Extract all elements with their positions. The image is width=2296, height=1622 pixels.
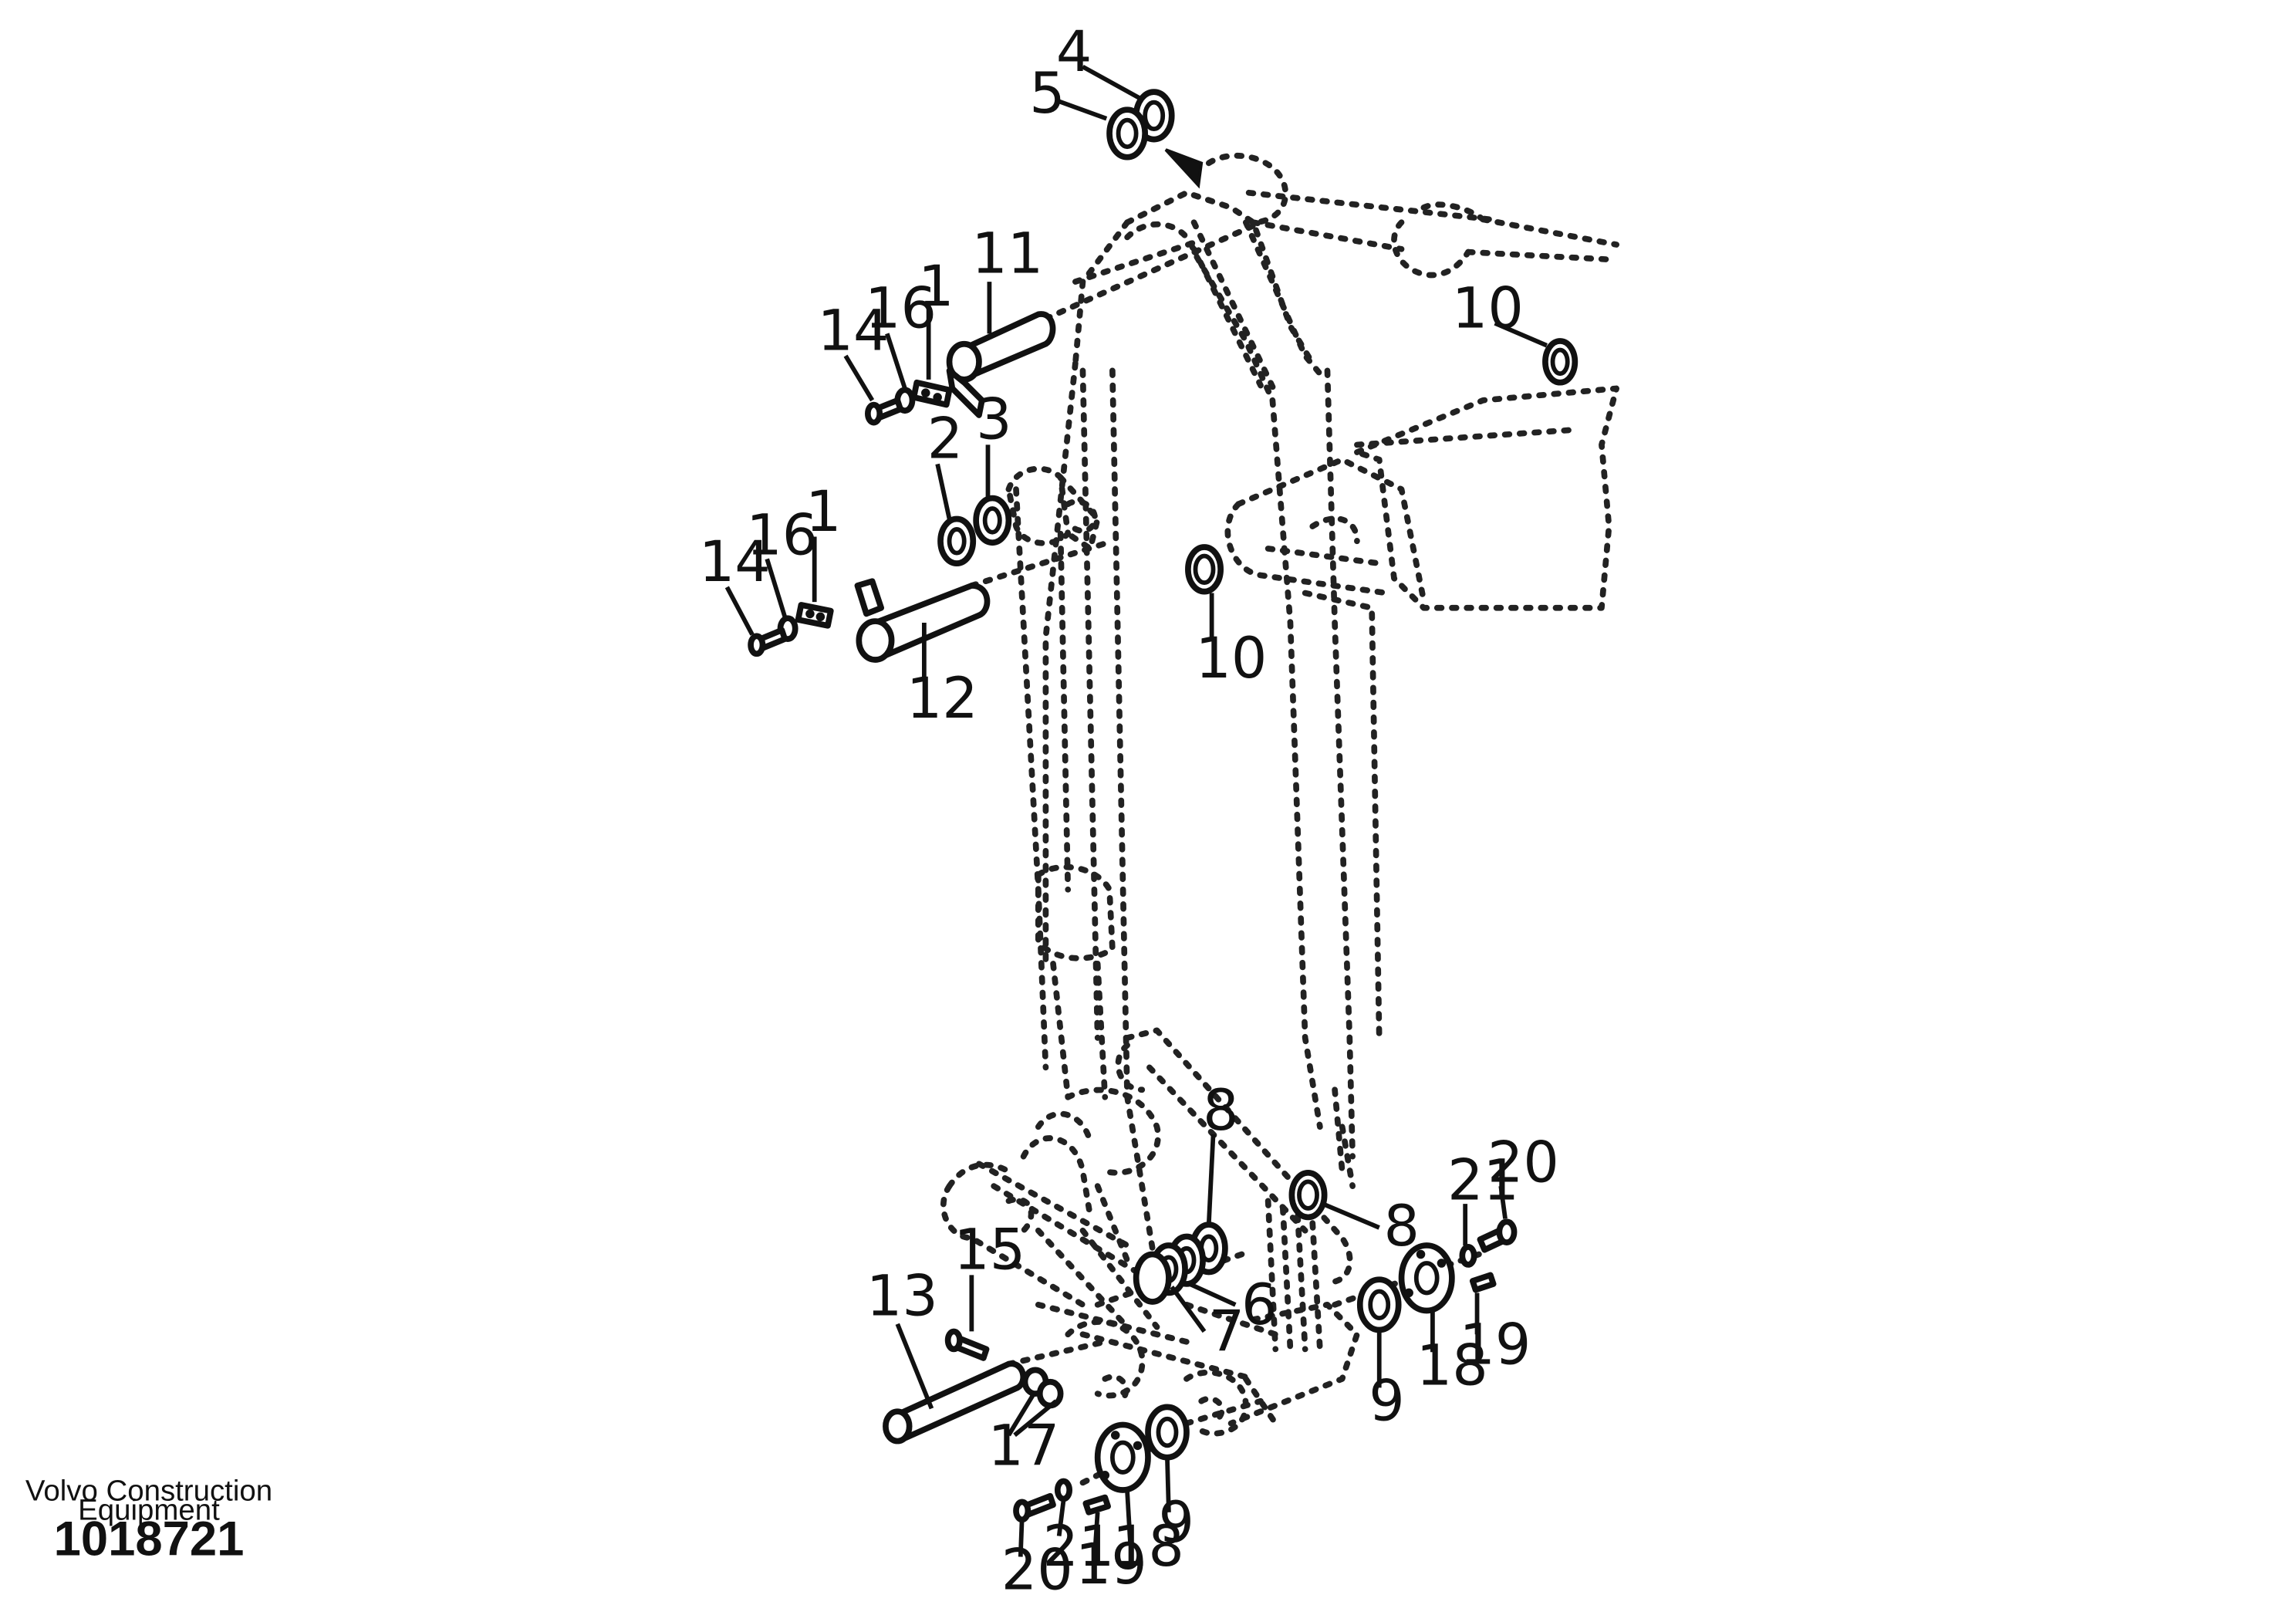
part-11-pin	[946, 311, 1056, 418]
part-5-washer	[1106, 106, 1148, 161]
callout-17: 17	[988, 1413, 1059, 1478]
part-13-pin	[883, 1360, 1027, 1445]
callout-19: 19	[1459, 1313, 1531, 1378]
part-18-plate-right	[1398, 1242, 1455, 1314]
callout-15: 15	[954, 1218, 1025, 1283]
callout-5: 5	[1029, 61, 1065, 127]
callout-21: 21	[1043, 1514, 1115, 1580]
insertion-arrow-icon	[1164, 148, 1204, 189]
callout-8: 8	[1203, 1078, 1238, 1144]
part-9-shim-right	[1356, 1276, 1402, 1333]
callout-2: 2	[927, 407, 963, 472]
callout-10: 10	[1452, 276, 1524, 342]
callout-4: 4	[1056, 19, 1092, 85]
callout-20: 20	[1487, 1130, 1559, 1195]
callout-21: 21	[1447, 1147, 1519, 1213]
callout-9: 9	[1369, 1369, 1404, 1434]
footer: Volvo Construction Equipment 1018721	[25, 1474, 272, 1566]
callout-7: 7	[1209, 1299, 1244, 1364]
callout-12: 12	[907, 666, 978, 732]
part-20-bolt-right	[1477, 1218, 1518, 1253]
brand-line-2: Equipment	[78, 1493, 220, 1526]
part-21-washer-lower	[1054, 1478, 1073, 1502]
callout-10: 10	[1195, 626, 1267, 691]
leader-lines	[724, 64, 1548, 1557]
part-2-shim	[937, 515, 977, 566]
callout-6: 6	[1241, 1272, 1277, 1338]
callout-1: 1	[805, 479, 841, 545]
callout-18: 18	[1416, 1333, 1488, 1399]
part-8-seal-right	[1288, 1169, 1328, 1221]
part-12-pin	[854, 578, 991, 663]
part-18-plate-lower	[1094, 1421, 1151, 1493]
part-20-bolt-lower	[1013, 1492, 1056, 1523]
part-1-plate-lower	[795, 602, 834, 629]
callout-14: 14	[699, 529, 771, 595]
callout-14: 14	[818, 298, 890, 363]
callout-20: 20	[1001, 1538, 1073, 1603]
callout-16: 16	[865, 276, 937, 342]
callout-16: 16	[746, 503, 818, 569]
callout-13: 13	[866, 1263, 938, 1329]
callout-18: 18	[1113, 1514, 1184, 1580]
part-19-dowel-right	[1469, 1272, 1497, 1293]
part-15-bolt	[944, 1328, 990, 1361]
part-14-bolt-upper	[865, 397, 903, 426]
callouts: 4 5 11 16 1 14 10 2 3 1 16 14 10 12 8 21…	[699, 19, 1559, 1603]
arm-structure	[940, 152, 1620, 1486]
parts-6-7-8-seal-stack	[1133, 1222, 1228, 1305]
part-9-shim-lower	[1145, 1404, 1190, 1461]
callout-3: 3	[976, 387, 1011, 453]
callout-1: 1	[918, 254, 954, 319]
parts	[748, 89, 1578, 1523]
callout-11: 11	[971, 221, 1043, 287]
callout-8: 8	[1384, 1194, 1420, 1259]
part-3-shim	[973, 495, 1012, 546]
part-10-seal-upper	[1542, 338, 1578, 386]
figure-number: 1018721	[54, 1512, 245, 1566]
callout-19: 19	[1075, 1532, 1147, 1597]
part-19-dowel-lower	[1082, 1494, 1111, 1516]
callout-9: 9	[1158, 1490, 1194, 1556]
part-14-bolt-lower	[748, 627, 788, 657]
brand-line-1: Volvo Construction	[25, 1474, 272, 1507]
part-1-plate-upper	[910, 379, 953, 408]
part-21-washer-right	[1459, 1244, 1477, 1268]
part-10-seal-mid	[1185, 544, 1224, 595]
